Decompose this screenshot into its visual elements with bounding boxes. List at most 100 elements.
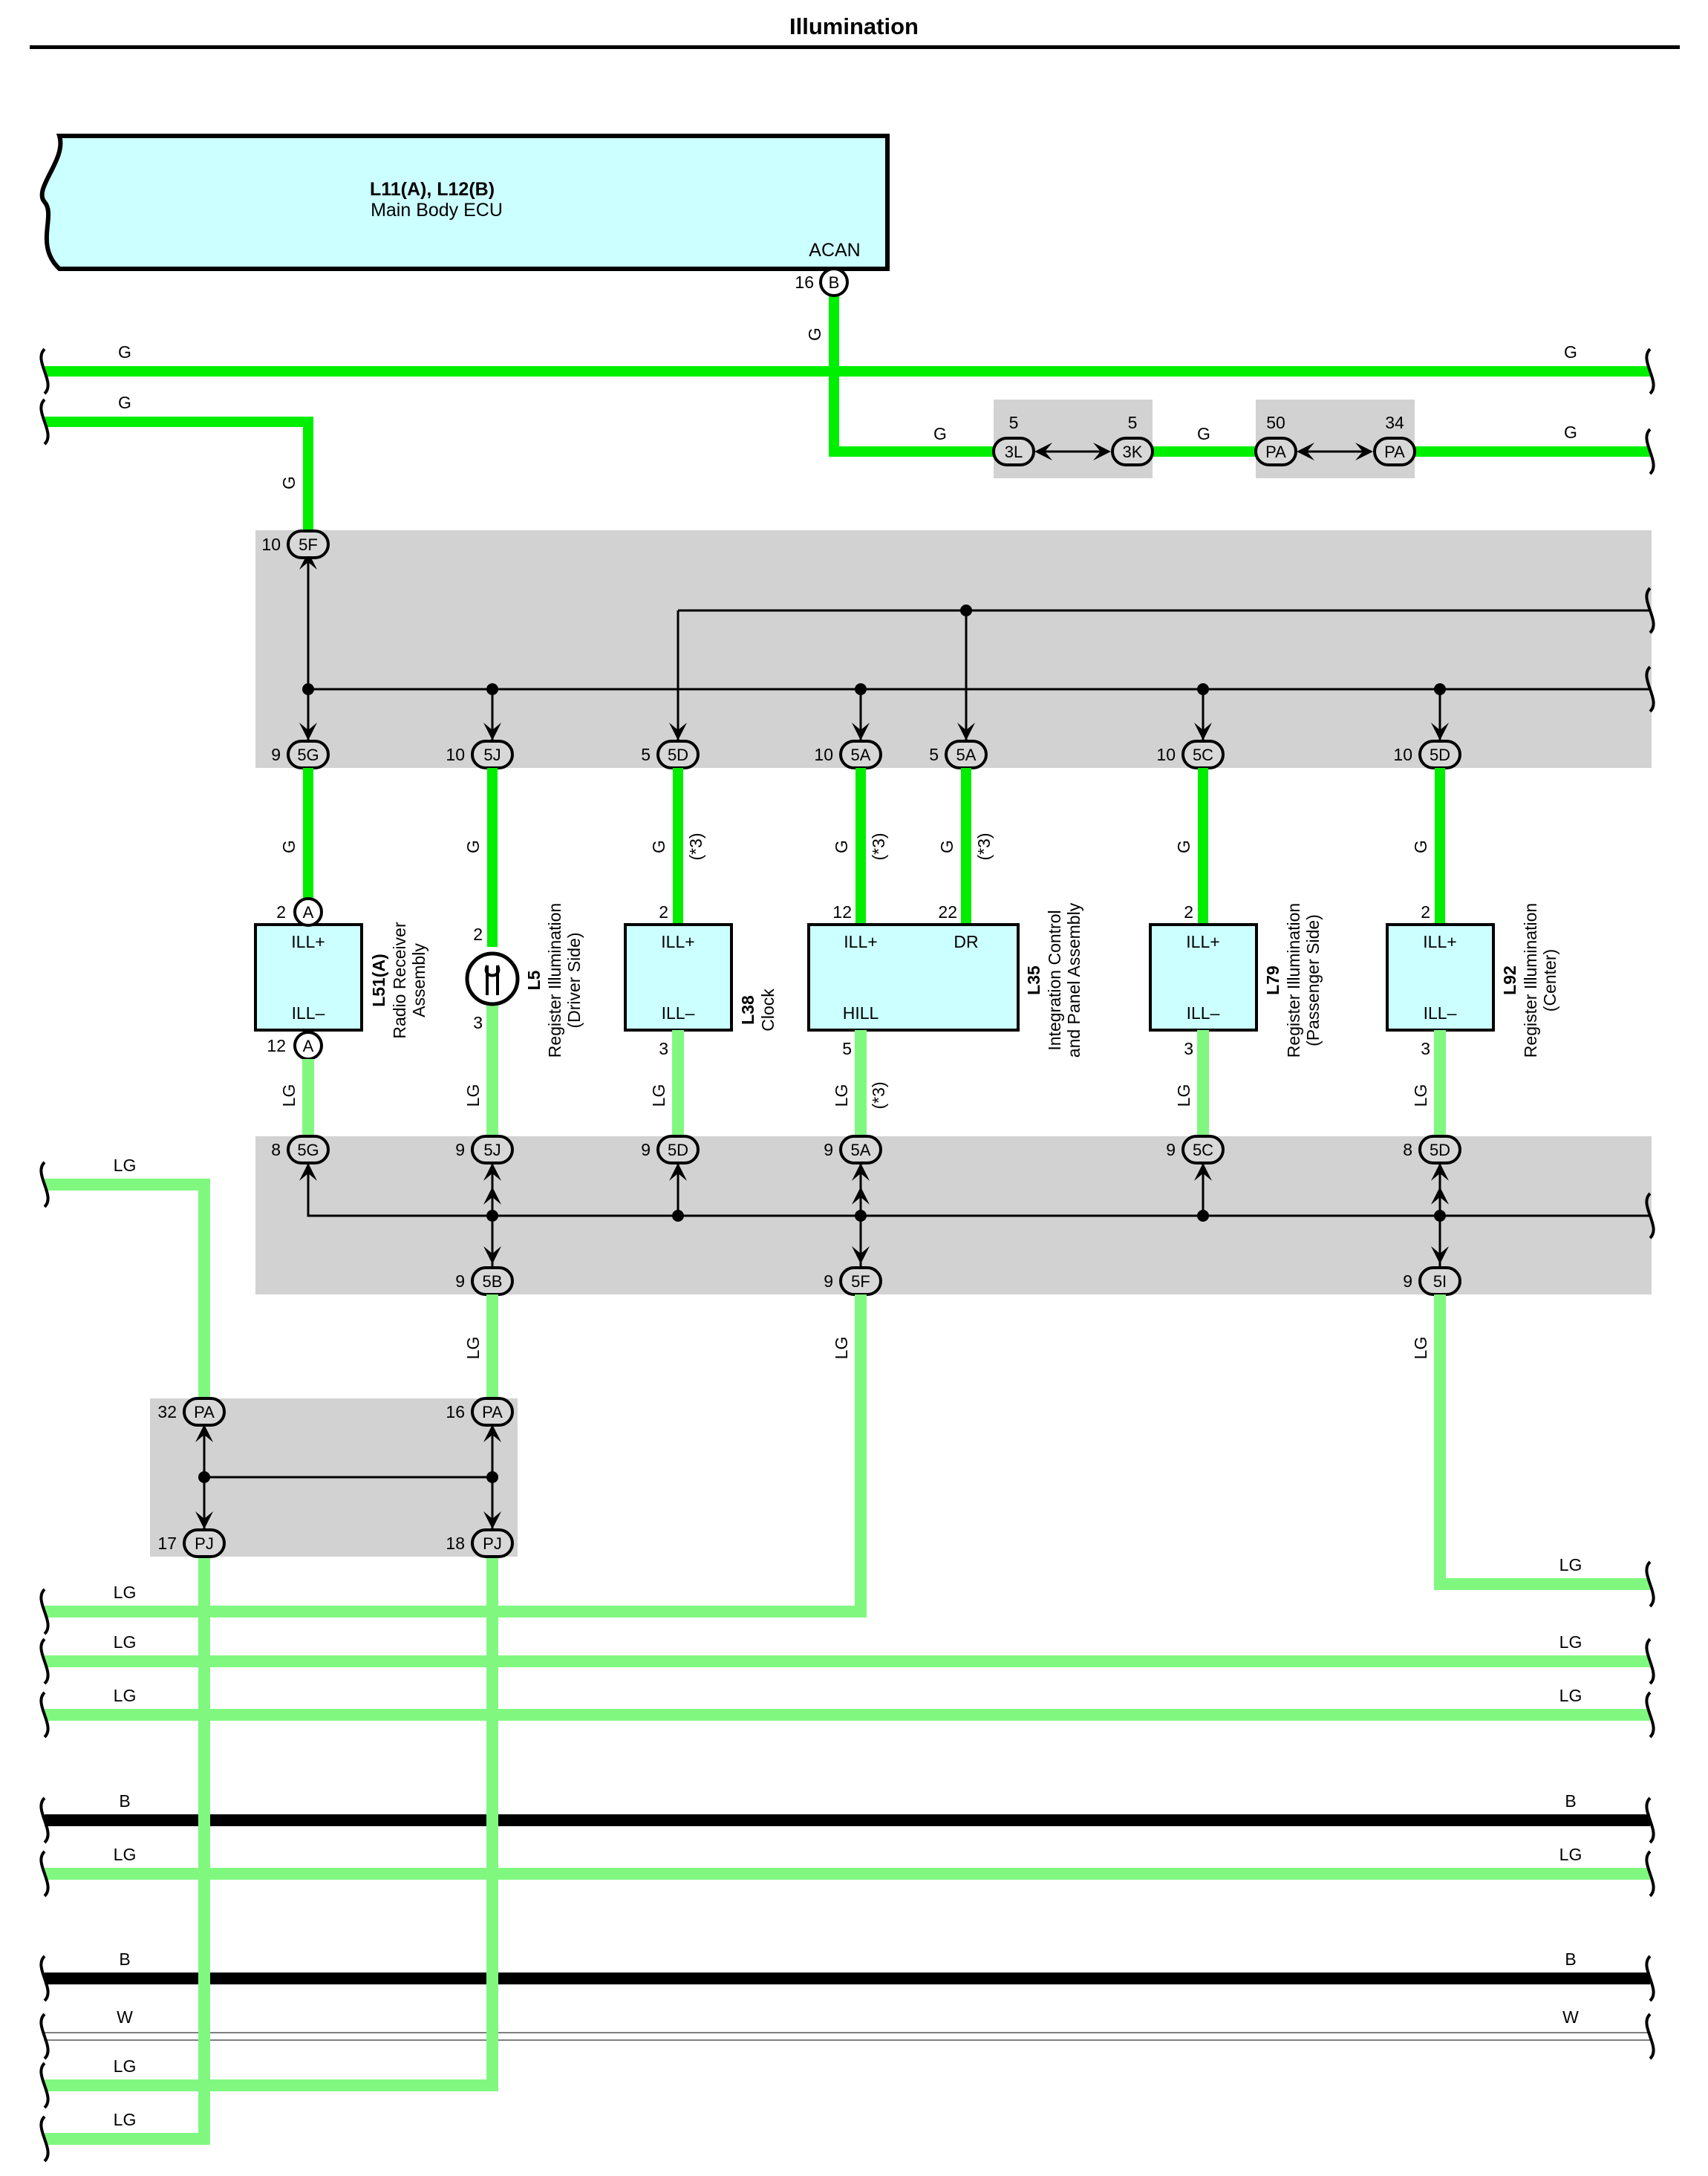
connector-top-5a2-label: 5A (956, 746, 977, 764)
arrow-3k (1093, 443, 1111, 460)
l38-code: L38 (738, 995, 757, 1025)
pin-bottom-5b: 9 (455, 1271, 465, 1291)
l79-name-2: (Passenger Side) (1303, 914, 1323, 1046)
arrow-bottom-up (1431, 1163, 1449, 1181)
inline-connector-3l (992, 437, 1035, 466)
inline-pin-pa50: 50 (1266, 413, 1285, 432)
left-label-w_lg2: LG (114, 1632, 137, 1652)
left-label-w_lg5: LG (114, 2056, 137, 2076)
right-label-w_w: W (1562, 2007, 1579, 2027)
pin-bottom-5j: 9 (455, 1140, 465, 1159)
right-break-w_lg3 (1645, 1691, 1655, 1739)
splice-dot (302, 683, 314, 695)
right-label-w_lg4: LG (1559, 1845, 1582, 1864)
connector-pj17-label: PJ (195, 1534, 214, 1553)
left-break-w_lg1 (39, 1588, 50, 1635)
connector-top-5c-label: 5C (1193, 746, 1213, 764)
arrow-bottom-down (483, 1246, 501, 1264)
label-lg-5f: LG (832, 1337, 851, 1360)
l5-bottom-pin: 3 (473, 1013, 483, 1032)
note-l35b: (*3) (974, 833, 994, 860)
connector-bottom-5j-label: 5J (483, 1141, 501, 1159)
pin-bottom-5d2: 8 (1403, 1140, 1412, 1159)
label-g-l38: G (649, 840, 668, 853)
pin-bottom-5d: 9 (641, 1140, 651, 1159)
right-label-w_b1: B (1565, 1791, 1576, 1811)
pin-bottom-5c: 9 (1166, 1140, 1176, 1159)
arrow-top-drop (483, 723, 501, 740)
l35-term-hill: HILL (843, 1003, 879, 1023)
right-label-w_lg3: LG (1559, 1686, 1582, 1705)
label-g-l5: G (463, 840, 483, 853)
inline-connector-pa50 (1254, 437, 1297, 466)
connector-pj18 (471, 1528, 514, 1558)
l5-name-1: Register Illumination (545, 903, 564, 1058)
connector-bottom-5g (287, 1135, 330, 1164)
connector-bottom-5i-label: 5I (1433, 1272, 1447, 1291)
l51-code: L51(A) (369, 954, 388, 1007)
l92-code: L92 (1500, 965, 1519, 995)
label-g-l51: G (279, 840, 299, 853)
label-lg-l92: LG (1411, 1084, 1430, 1107)
wire-lg-5 (45, 1557, 498, 2091)
left-break-w_lg5 (39, 2062, 50, 2109)
label-lg-l38: LG (649, 1084, 668, 1107)
connector-top-5d-label: 5D (668, 746, 688, 764)
wire-ecu-to-3l (829, 282, 994, 457)
connector-bottom-5b-label: 5B (483, 1272, 503, 1291)
connector-top-5a1-label: 5A (851, 746, 871, 764)
ecu-name: Main Body ECU (371, 200, 503, 221)
pin-bottom-5a: 9 (824, 1140, 833, 1159)
label-ecu-down: G (805, 328, 824, 341)
inline-pin-3l: 5 (1009, 413, 1019, 432)
arrow-bottom-up (299, 1163, 317, 1181)
right-break-w_w (1645, 2013, 1655, 2060)
inline-connector-pa50-label: PA (1265, 443, 1286, 461)
l79-term-ill-plus: ILL+ (1186, 932, 1219, 951)
l35-term-dr: DR (954, 932, 978, 951)
title-rule (30, 45, 1680, 49)
connector-pj17 (183, 1528, 226, 1558)
main-body-ecu (39, 134, 890, 271)
connector-pa32-label: PA (194, 1403, 215, 1421)
label-lg-l79: LG (1174, 1084, 1193, 1107)
label-to-3l: G (933, 424, 947, 443)
arrow-pa50 (1297, 443, 1314, 460)
arrow-bottom-down (852, 1246, 870, 1264)
component-l79 (1149, 923, 1258, 1032)
ecu-pin-16: 16 (795, 273, 814, 292)
left-break-w_b1 (39, 1796, 50, 1844)
splice-dot (1197, 683, 1209, 695)
wire-lg-0 (45, 1179, 210, 1398)
right-label-w_lg7: LG (1559, 1555, 1582, 1574)
break-bottom-main (1645, 1192, 1655, 1240)
connector-top-5d2-label: 5D (1430, 746, 1450, 764)
left-label-w_g2: G (118, 393, 131, 412)
arrow-bottom-up2 (1431, 1187, 1449, 1205)
left-break-w_lg3 (39, 1691, 50, 1739)
connector-5f (287, 530, 330, 559)
right-label-w_b2: B (1565, 1949, 1576, 1969)
pin-bottom-5g: 8 (271, 1140, 281, 1159)
break-top-main (1645, 665, 1655, 713)
connector-top-5g-label: 5G (297, 746, 319, 764)
inline-pin-3k: 5 (1128, 413, 1138, 432)
l5-code: L5 (524, 970, 544, 990)
left-label-w_g1: G (118, 342, 131, 362)
arrow-bottom-down (1431, 1246, 1449, 1264)
l5-filament (484, 965, 501, 995)
l92-name-2: (Center) (1540, 949, 1559, 1012)
wire-lg-1 (45, 1294, 867, 1618)
connector-pa16-label: PA (482, 1403, 503, 1421)
l51-top-pin: 2 (276, 902, 286, 922)
pin-pa32: 32 (157, 1402, 177, 1421)
inline-pin-pa34: 34 (1385, 413, 1404, 432)
note-l38: (*3) (686, 833, 705, 860)
splice-dot (855, 683, 867, 695)
arrow-bottom-up (852, 1163, 870, 1181)
label-to-5f: G (279, 476, 299, 489)
left-break-w_w (39, 2013, 50, 2060)
l35-bottom-pin: 5 (842, 1039, 852, 1058)
left-label-w_lg6: LG (114, 2110, 137, 2129)
label-lg-5b: LG (463, 1337, 483, 1360)
